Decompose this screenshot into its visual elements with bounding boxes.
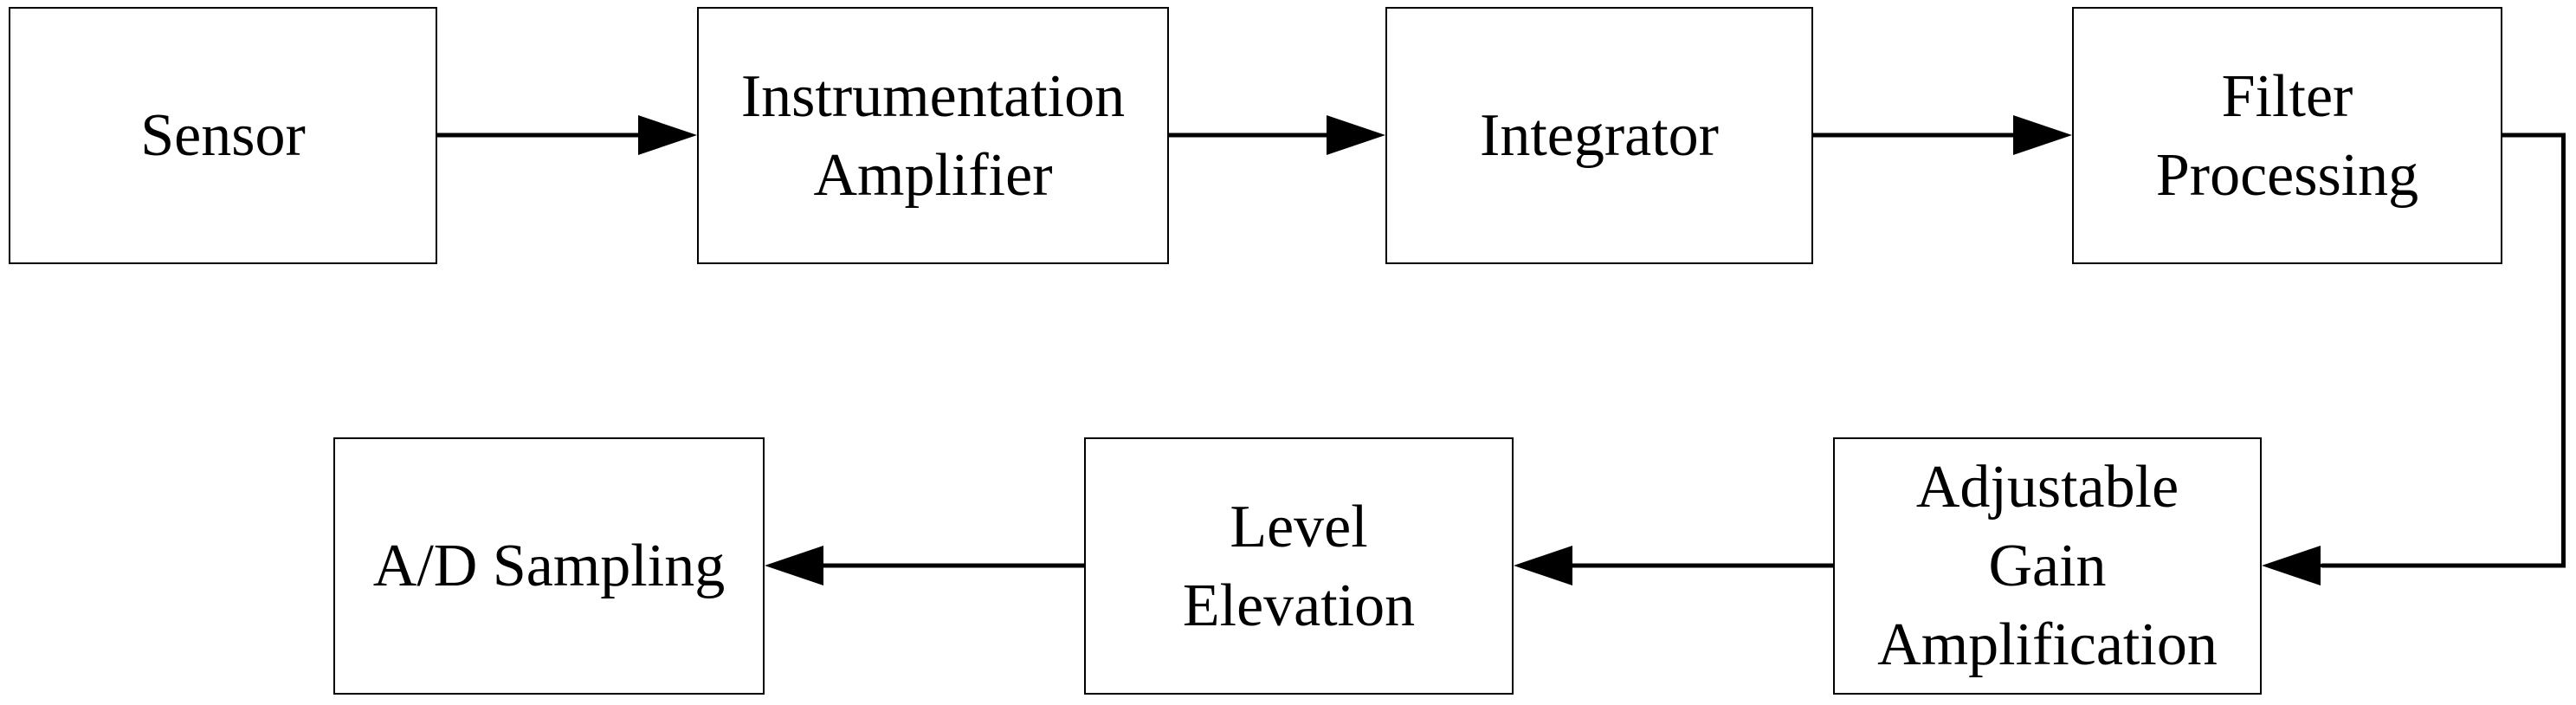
edge-filter-processing-to-adjustable-gain-amplification <box>2262 133 2566 585</box>
node-integrator: Integrator <box>1385 7 1813 264</box>
node-level-elevation: Level Elevation <box>1084 437 1514 695</box>
node-label-line: Level <box>1230 493 1368 560</box>
node-label-line: Amplifier <box>813 141 1053 209</box>
node-label-line: Processing <box>2155 141 2419 209</box>
arrow-left-icon <box>2262 546 2321 585</box>
arrow-right-icon <box>1327 115 1385 155</box>
node-label: Sensor <box>140 102 306 169</box>
node-ad-sampling: A/D Sampling <box>333 437 765 695</box>
arrow-right-icon <box>2013 115 2072 155</box>
node-label-line: Instrumentation <box>740 62 1126 130</box>
node-label: Integrator <box>1480 102 1719 169</box>
node-adjustable-gain-amplification: Adjustable Gain Amplification <box>1833 437 2262 695</box>
arrow-right-icon <box>638 115 697 155</box>
edge-level-elevation-to-ad-sampling <box>765 546 1087 585</box>
node-label-line: Adjustable <box>1915 454 2179 521</box>
node-filter-processing: Filter Processing <box>2072 7 2502 264</box>
node-sensor: Sensor <box>9 7 437 264</box>
node-label-line: Gain <box>1988 533 2107 599</box>
arrow-left-icon <box>765 546 823 585</box>
node-instrumentation-amplifier: Instrumentation Amplifier <box>697 7 1169 264</box>
edge-adjustable-gain-amplification-to-level-elevation <box>1514 546 1836 585</box>
edge-instrumentation-amplifier-to-integrator <box>1166 115 1385 155</box>
edge-sensor-to-instrumentation-amplifier <box>435 115 697 155</box>
node-label-line: Elevation <box>1182 572 1416 639</box>
arrow-left-icon <box>1514 546 1572 585</box>
edge-integrator-to-filter-processing <box>1811 115 2072 155</box>
node-label: A/D Sampling <box>372 533 726 599</box>
node-label-line: Filter <box>2221 62 2353 130</box>
node-label-line: Amplification <box>1877 611 2218 678</box>
